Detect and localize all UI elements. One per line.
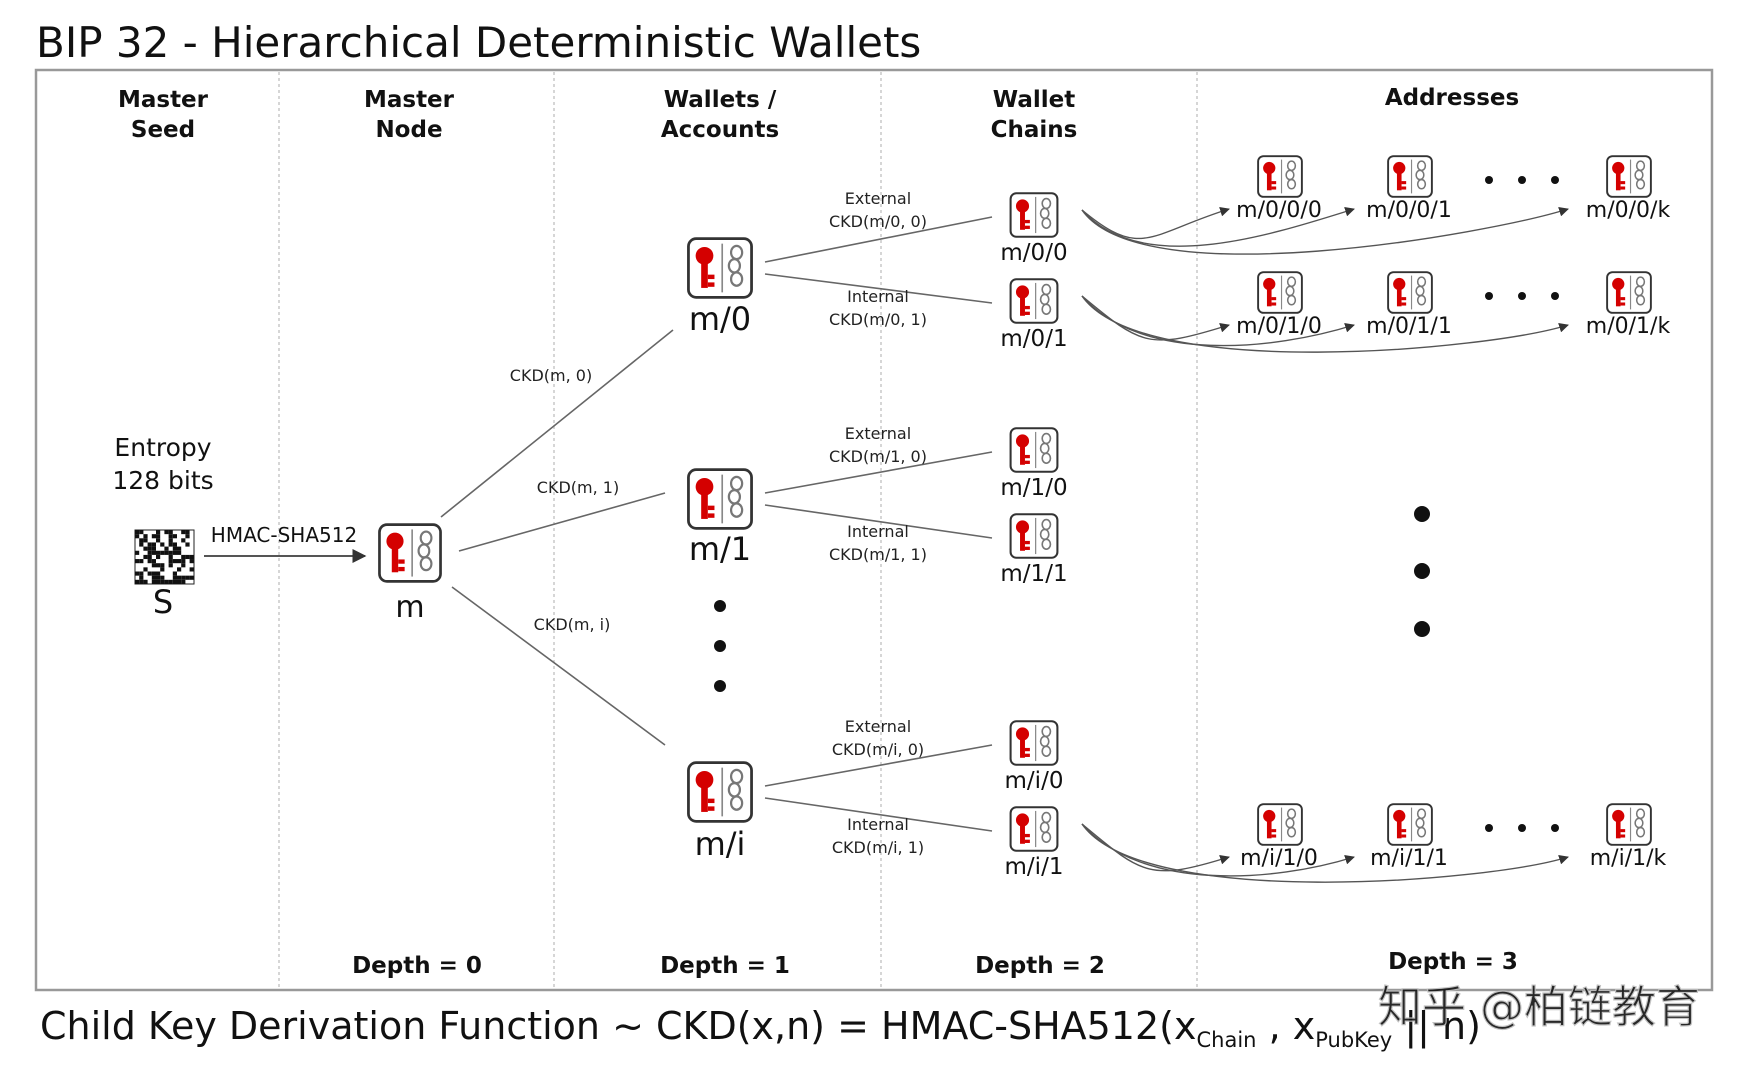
address-key-icon [1387, 155, 1433, 198]
address-key-icon [1257, 155, 1303, 198]
address-label: m/0/0/k [1586, 198, 1671, 223]
seed-label: S [153, 583, 173, 621]
address-ellipsis-dot [1485, 176, 1493, 184]
address-derivation-arrow [1081, 206, 1355, 247]
address-key-icon [1606, 155, 1652, 198]
edge-master-to-account [458, 492, 666, 552]
accounts-ellipsis [714, 600, 726, 692]
address-key-icon [1606, 271, 1652, 314]
account-key-icon [686, 761, 754, 823]
edge-account-to-chain [764, 744, 993, 787]
address-label: m/0/0/0 [1236, 198, 1322, 223]
chain-label: m/0/1 [1000, 326, 1067, 352]
edge-account-to-chain [764, 451, 993, 494]
chain-label: m/1/0 [1000, 475, 1067, 501]
chain-key-icon [1009, 427, 1059, 473]
master-node-icon [377, 523, 443, 583]
address-label: m/0/1/k [1586, 314, 1671, 339]
chain-key-icon [1009, 513, 1059, 559]
chain-label: m/0/0 [1000, 240, 1067, 266]
column-separators [278, 72, 1198, 988]
chain-label: m/1/1 [1000, 561, 1067, 587]
chain-key-icon [1009, 720, 1059, 766]
edge-label-account: CKD(m, 1) [537, 478, 619, 497]
watermark: 知乎 @柏链教育 [1378, 982, 1700, 1033]
edge-master-to-account [440, 329, 674, 518]
address-ellipsis-dot [1485, 292, 1493, 300]
address-ellipsis-dot [1518, 176, 1526, 184]
address-label: m/i/1/k [1590, 846, 1667, 871]
edge-label-account: CKD(m, i) [534, 615, 611, 634]
address-ellipsis-dot [1551, 176, 1559, 184]
address-label: m/i/1/0 [1240, 846, 1318, 871]
address-derivation-arrow [1081, 295, 1230, 341]
edge-account-to-chain [764, 216, 993, 263]
address-key-icon [1387, 271, 1433, 314]
depth-label-3: Depth = 3 [1388, 949, 1518, 975]
address-derivation-arrow [1081, 823, 1569, 883]
address-ellipsis-dot [1551, 824, 1559, 832]
address-derivation-arrow [1081, 823, 1230, 872]
master-node-label: m [395, 590, 424, 625]
ckd-formula: Child Key Derivation Function ~ CKD(x,n)… [40, 1004, 1481, 1052]
chain-key-icon [1009, 806, 1059, 852]
address-derivation-arrow [1081, 206, 1230, 240]
address-key-icon [1387, 803, 1433, 846]
edge-account-to-chain [764, 273, 993, 304]
depth-label-0: Depth = 0 [352, 953, 482, 979]
account-key-icon [686, 237, 754, 299]
column-header-addresses: Addresses [1385, 85, 1519, 111]
depth-label-2: Depth = 2 [975, 953, 1105, 979]
page-title: BIP 32 - Hierarchical Deterministic Wall… [36, 18, 921, 67]
address-derivation-arrow [1081, 206, 1569, 255]
seed-qr-icon [134, 529, 195, 585]
chain-label: m/i/0 [1005, 768, 1064, 794]
account-label: m/0 [689, 300, 751, 338]
chain-key-icon [1009, 192, 1059, 238]
addresses-ellipsis [1414, 506, 1430, 637]
depth-label-1: Depth = 1 [660, 953, 790, 979]
address-ellipsis-dot [1485, 824, 1493, 832]
address-key-icon [1257, 803, 1303, 846]
address-ellipsis-dot [1551, 292, 1559, 300]
address-label: m/0/1/1 [1366, 314, 1452, 339]
address-key-icon [1606, 803, 1652, 846]
account-label: m/1 [689, 530, 751, 568]
account-label: m/i [695, 825, 746, 863]
column-header-wallets-accounts: Wallets /Accounts [661, 87, 779, 143]
address-ellipsis-dot [1518, 824, 1526, 832]
edge-account-to-chain [764, 797, 993, 832]
hmac-label: HMAC-SHA512 [211, 523, 357, 547]
address-ellipsis-dot [1518, 292, 1526, 300]
chain-label: m/i/1 [1005, 854, 1064, 880]
diagram-frame [34, 68, 1714, 992]
address-key-icon [1257, 271, 1303, 314]
account-key-icon [686, 468, 754, 530]
edge-master-to-account [451, 586, 666, 746]
chain-key-icon [1009, 278, 1059, 324]
address-label: m/0/0/1 [1366, 198, 1452, 223]
address-label: m/0/1/0 [1236, 314, 1322, 339]
address-label: m/i/1/1 [1370, 846, 1448, 871]
edge-label-account: CKD(m, 0) [510, 366, 592, 385]
address-derivation-arrow [1081, 295, 1569, 353]
edge-account-to-chain [764, 504, 993, 539]
